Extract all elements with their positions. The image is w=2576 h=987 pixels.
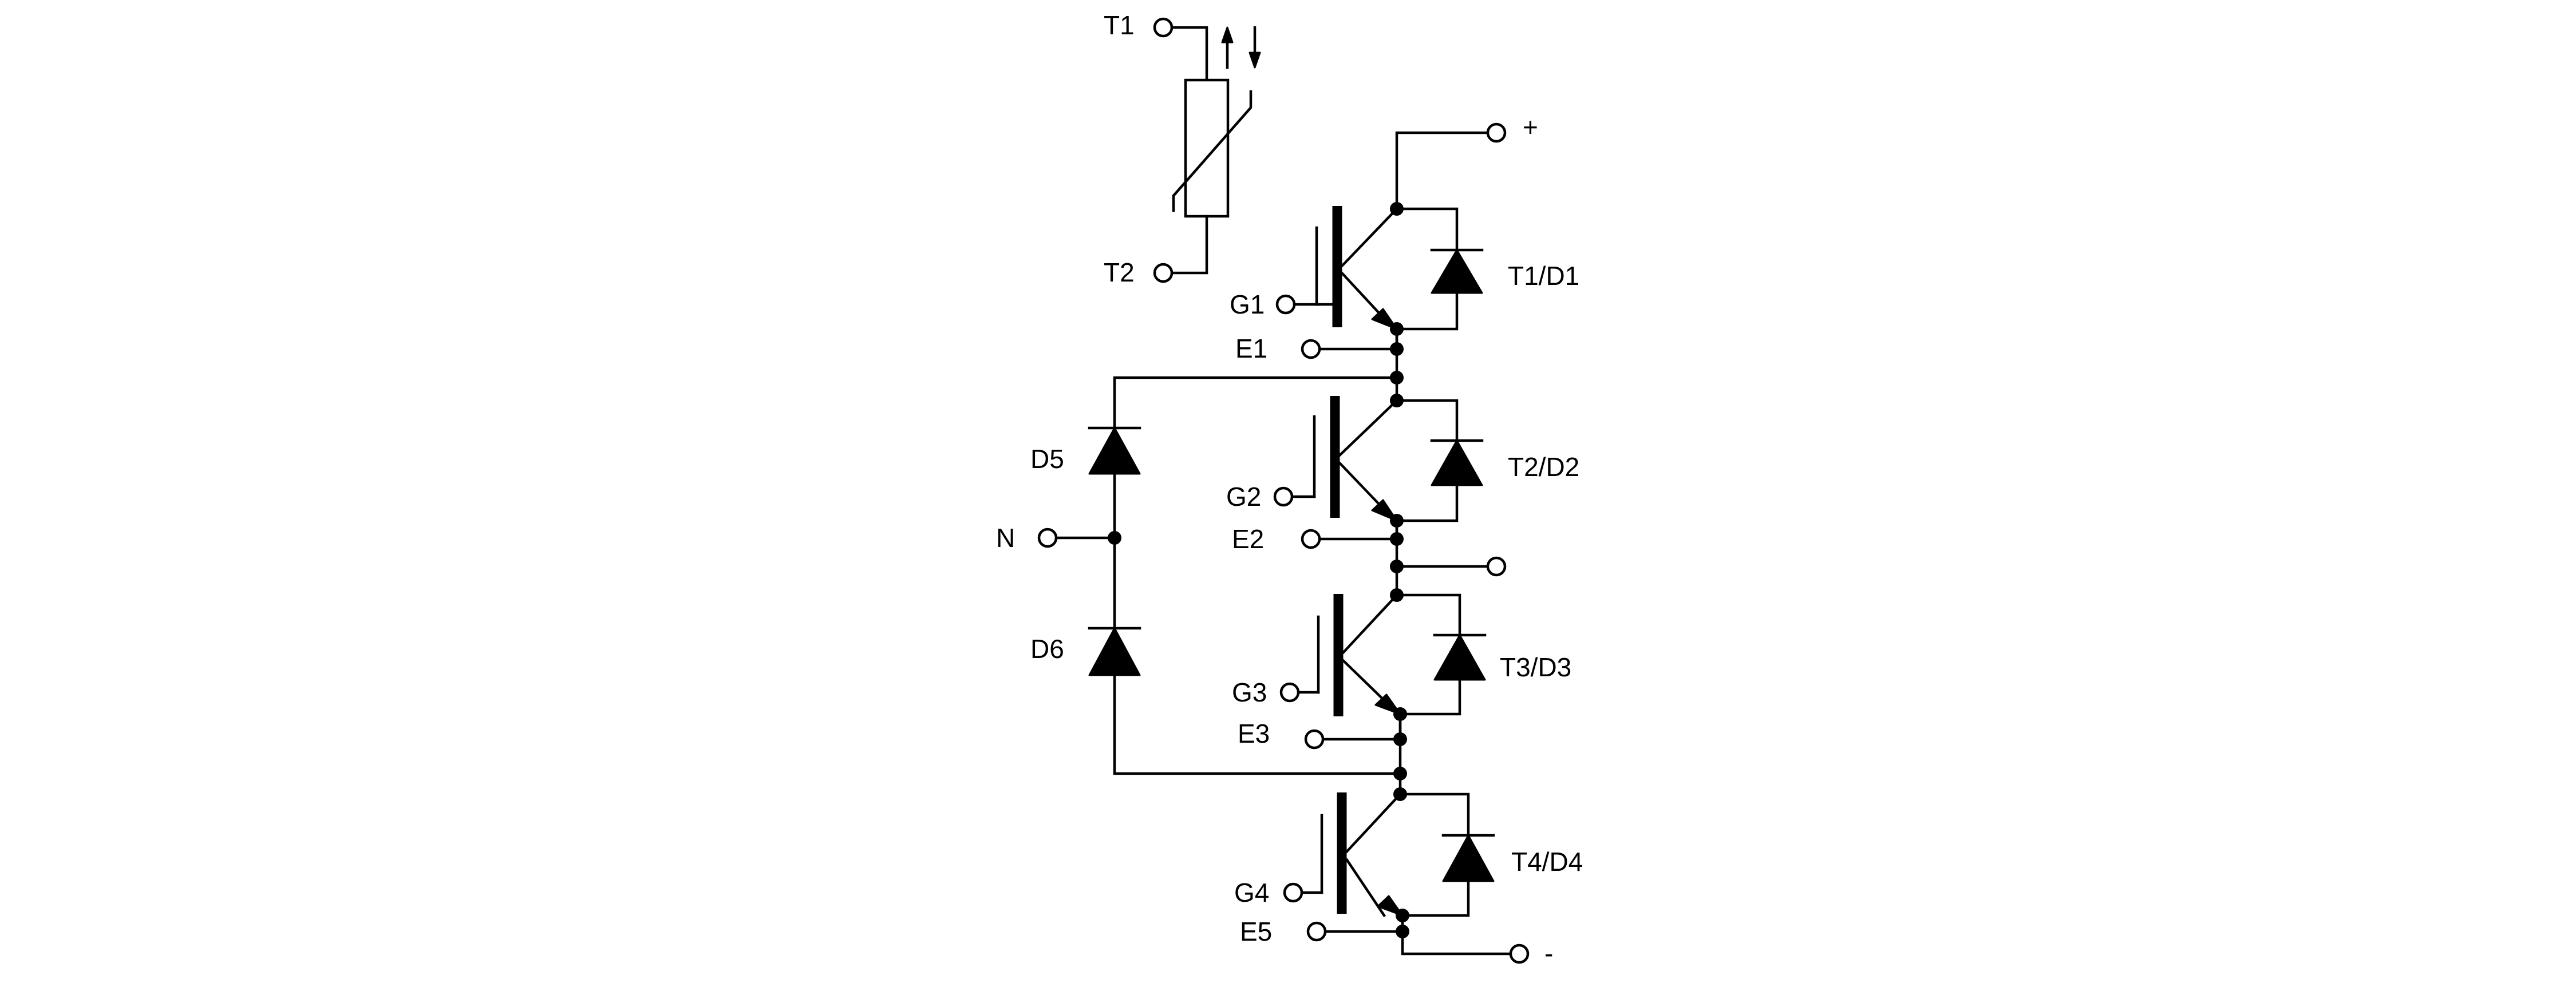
- label-g1: G1: [1230, 290, 1265, 319]
- collector-line: [1340, 207, 1399, 268]
- diode-d5-triangle: [1088, 427, 1141, 475]
- label-g2: G2: [1226, 482, 1261, 512]
- terminal-e3: [1304, 729, 1325, 750]
- diode-d1-triangle: [1431, 249, 1483, 294]
- label-e1: E1: [1235, 334, 1267, 363]
- igbt-t2: G2 E2 T2/D2: [1226, 371, 1579, 573]
- thermistor: T1 T2: [1104, 10, 1261, 287]
- terminal-t1: [1153, 17, 1174, 38]
- terminal-n: [1037, 528, 1058, 548]
- label-minus: -: [1544, 938, 1553, 968]
- emitter-arrow-icon: [1374, 693, 1401, 715]
- label-e3: E3: [1238, 719, 1270, 748]
- label-t2: T2: [1104, 257, 1135, 287]
- emitter-line: [1340, 271, 1381, 315]
- igbt-t4: G4 E5 T4/D4: [1234, 767, 1583, 946]
- terminal-e1: [1301, 339, 1321, 359]
- thermistor-curve: [1172, 90, 1253, 212]
- label-t4-d4: T4/D4: [1511, 847, 1583, 877]
- collector-line: [1338, 398, 1399, 457]
- terminal-e2: [1301, 529, 1321, 549]
- diode-d4-triangle: [1442, 834, 1495, 882]
- collector-line: [1341, 593, 1399, 655]
- label-e2: E2: [1232, 524, 1264, 554]
- igbt-t3: G3 E3 T3/D3: [1232, 588, 1571, 750]
- terminal-g1: [1275, 294, 1296, 315]
- terminal-plus: [1486, 122, 1507, 143]
- collector-line: [1345, 792, 1402, 854]
- label-d5: D5: [1030, 444, 1064, 474]
- wire-plus: [1395, 131, 1489, 211]
- label-e5: E5: [1240, 917, 1272, 946]
- terminal-e5: [1306, 921, 1327, 942]
- diode-d6-triangle: [1088, 627, 1141, 676]
- emitter-arrow-icon: [1371, 308, 1398, 330]
- label-t2-d2: T2/D2: [1508, 452, 1579, 482]
- thermistor-body: [1184, 78, 1230, 218]
- wire-minus: [1401, 930, 1512, 956]
- arrow-down-icon: [1249, 51, 1261, 69]
- diode-d2-triangle: [1431, 439, 1483, 486]
- dc-bus: + -: [1395, 112, 1553, 968]
- terminal-phase-out: [1486, 556, 1507, 577]
- label-t1-d1: T1/D1: [1508, 261, 1579, 291]
- emitter-line: [1338, 461, 1381, 506]
- label-t1: T1: [1104, 10, 1135, 40]
- label-plus: +: [1523, 112, 1538, 142]
- terminal-minus: [1509, 944, 1530, 964]
- diode-d3-triangle: [1433, 634, 1486, 681]
- terminal-g2: [1273, 486, 1294, 507]
- arrow-up-icon: [1221, 26, 1234, 43]
- clamp-wire: [1113, 376, 1402, 775]
- label-t3-d3: T3/D3: [1500, 652, 1571, 682]
- label-g4: G4: [1234, 878, 1269, 907]
- emitter-arrow-icon: [1377, 895, 1404, 917]
- neutral-clamp: N D5 D6: [996, 376, 1402, 775]
- terminal-g4: [1283, 882, 1303, 903]
- label-d6: D6: [1030, 634, 1064, 664]
- label-n: N: [996, 523, 1015, 553]
- igbt-t1: G1 E1 T1/D1: [1230, 202, 1579, 363]
- wire-t2: [1170, 215, 1208, 275]
- emitter-arrow-icon: [1371, 499, 1398, 522]
- terminal-g3: [1279, 682, 1300, 703]
- label-g3: G3: [1232, 677, 1267, 707]
- terminal-t2: [1153, 263, 1174, 283]
- wire-t1: [1170, 26, 1208, 82]
- emitter-line: [1341, 659, 1384, 700]
